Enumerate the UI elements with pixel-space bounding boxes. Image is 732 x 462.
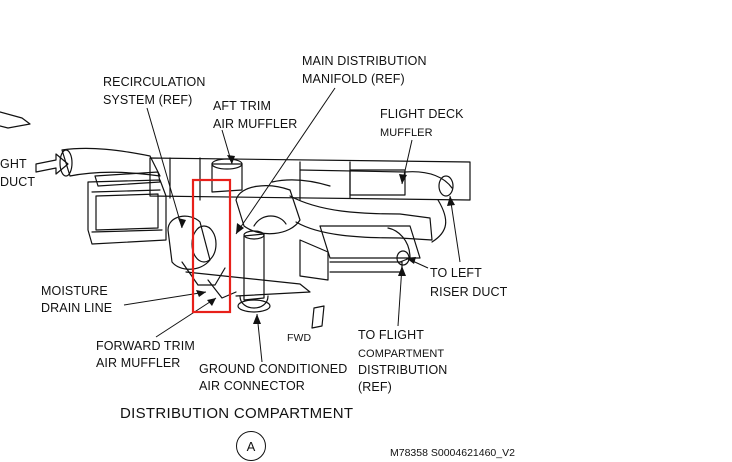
label-recirculation-1: RECIRCULATION [103, 75, 206, 89]
highlight-box [191, 178, 232, 314]
label-left-riser-1: TO LEFT [430, 266, 482, 280]
duct-arrow [35, 153, 69, 175]
left-edge-fragment [0, 111, 31, 129]
label-recirculation-2: SYSTEM (REF) [103, 93, 193, 107]
ground-connector-body [243, 233, 265, 301]
diagram-title: DISTRIBUTION COMPARTMENT [120, 405, 354, 422]
label-forward-trim-2: AIR MUFFLER [96, 356, 181, 370]
label-left-riser-2: RISER DUCT [430, 285, 508, 299]
label-flight-deck-1: FLIGHT DECK [380, 107, 464, 121]
fwd-muffler [167, 215, 211, 270]
label-right-duct-1: GHT [0, 157, 27, 171]
label-right-duct-2: DUCT [0, 175, 36, 189]
label-aft-trim-1: AFT TRIM [213, 99, 271, 113]
label-moisture-2: DRAIN LINE [41, 301, 113, 315]
label-to-flight-2: COMPARTMENT [358, 348, 445, 360]
label-moisture-1: MOISTURE [41, 284, 108, 298]
label-aft-trim-2: AIR MUFFLER [213, 117, 298, 131]
riser-pipe [289, 195, 433, 241]
label-flight-deck-2: MUFFLER [380, 127, 433, 139]
right-duct-pipe [61, 147, 161, 177]
fwd-arrow [311, 305, 325, 329]
figure-id: M78358 S0004621460_V2 [390, 447, 515, 459]
label-main-dist-1: MAIN DISTRIBUTION [302, 54, 427, 68]
label-forward-trim-1: FORWARD TRIM [96, 339, 195, 353]
label-ground-2: AIR CONNECTOR [199, 379, 305, 393]
label-to-flight-1: TO FLIGHT [358, 328, 424, 342]
manifold-body [149, 157, 471, 201]
label-to-flight-3: DISTRIBUTION [358, 363, 448, 377]
label-ground-1: GROUND CONDITIONED [199, 362, 348, 376]
view-circle: A [236, 431, 266, 461]
view-letter: A [246, 438, 256, 454]
label-main-dist-2: MANIFOLD (REF) [302, 72, 405, 86]
label-fwd: FWD [287, 332, 312, 344]
label-to-flight-4: (REF) [358, 380, 392, 394]
